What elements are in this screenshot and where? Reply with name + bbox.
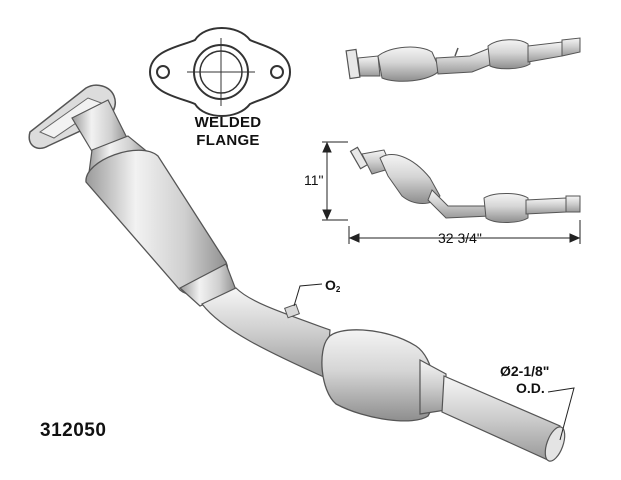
side-view-dimensioned [349, 146, 581, 223]
length-dimension-line [348, 220, 581, 244]
diameter-callout [547, 387, 575, 441]
diameter-line2: O.D. [516, 380, 545, 396]
converter-body-2 [321, 329, 435, 422]
o2-letter: O [325, 277, 336, 293]
length-dimension-label: 32 3/4" [438, 230, 482, 246]
converter-body-1 [85, 149, 229, 296]
flange-detail [148, 27, 292, 117]
flange-label-line2: FLANGE [196, 132, 260, 149]
main-converter [28, 84, 566, 462]
tail-pipe-opening [544, 426, 566, 462]
diameter-label: Ø2-1/8" O.D. [500, 363, 549, 397]
flange-bolt-hole-left [156, 65, 170, 79]
diameter-line1: Ø2-1/8" [500, 363, 550, 379]
height-dimension-label: 11" [304, 172, 324, 188]
height-dimension-line [322, 141, 348, 221]
flange-label-line1: WELDED [194, 114, 262, 131]
o2-sensor-boss [284, 303, 300, 319]
o2-subscript: 2 [335, 285, 341, 294]
flange-bolt-hole-right [270, 65, 284, 79]
part-number: 312050 [40, 420, 107, 441]
side-view-top [345, 37, 581, 82]
o2-callout [293, 283, 323, 307]
flange-label: WELDED FLANGE [178, 114, 278, 150]
o2-sensor-label: O2 [325, 277, 340, 294]
